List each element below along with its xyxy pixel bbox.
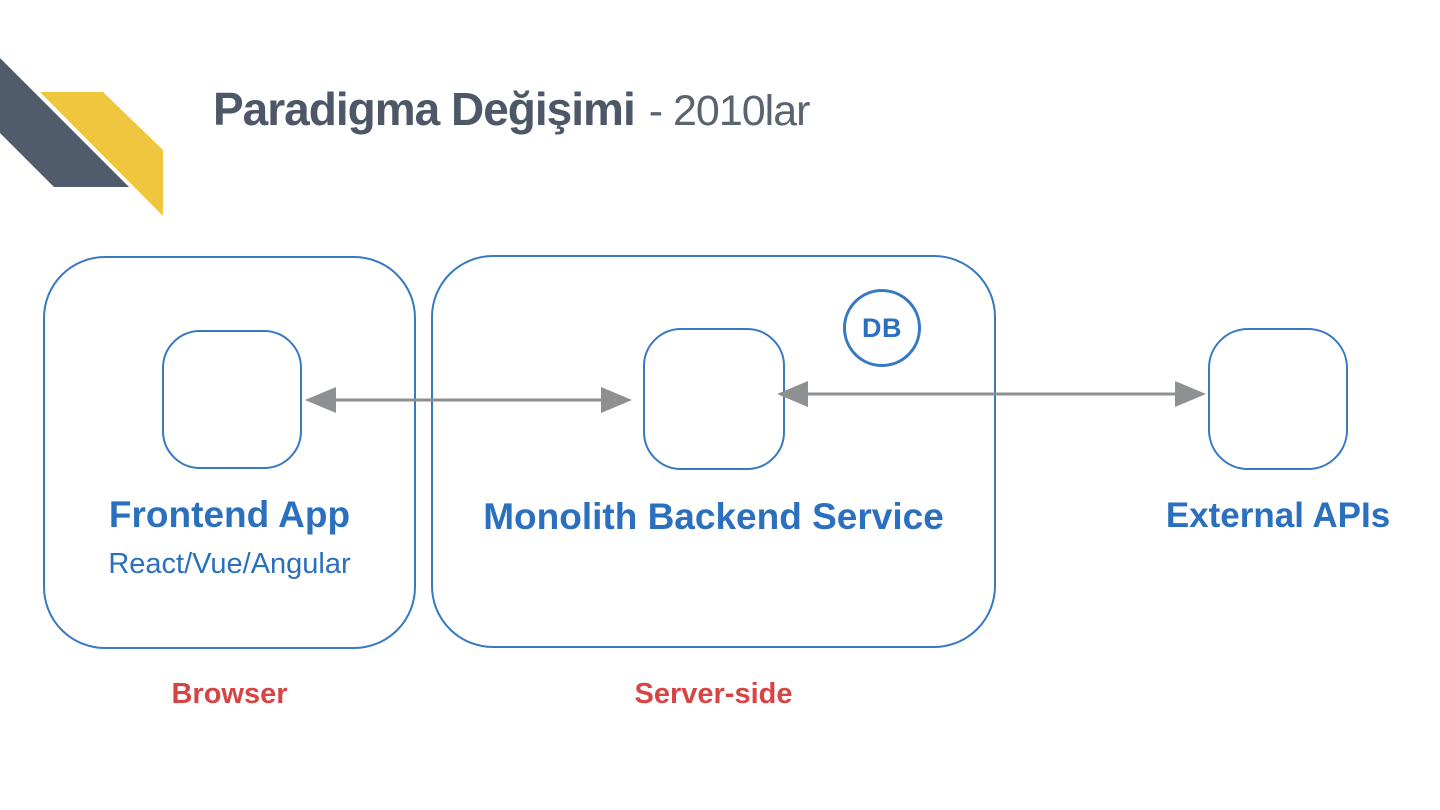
- monolith-box: [431, 255, 996, 648]
- frontend-inner-box: [162, 330, 302, 469]
- monolith-inner-box: [643, 328, 785, 470]
- db-label: DB: [862, 312, 902, 343]
- monolith-title: Monolith Backend Service: [483, 496, 944, 537]
- slide-title: Paradigma Değişimi: [213, 83, 636, 135]
- slide-title-suffix: - 2010lar: [648, 87, 811, 135]
- frontend-title: Frontend App: [108, 494, 351, 535]
- frontend-subtitle: React/Vue/Angular: [108, 548, 351, 580]
- db-badge: DB: [843, 289, 921, 367]
- zone-label-server: Server-side: [634, 678, 793, 710]
- slide-title-row: Paradigma Değişimi - 2010lar: [213, 82, 811, 136]
- zone-label-browser: Browser: [171, 678, 288, 710]
- frontend-box: [43, 256, 416, 649]
- external-title: External APIs: [1165, 496, 1391, 535]
- external-box: [1208, 328, 1348, 470]
